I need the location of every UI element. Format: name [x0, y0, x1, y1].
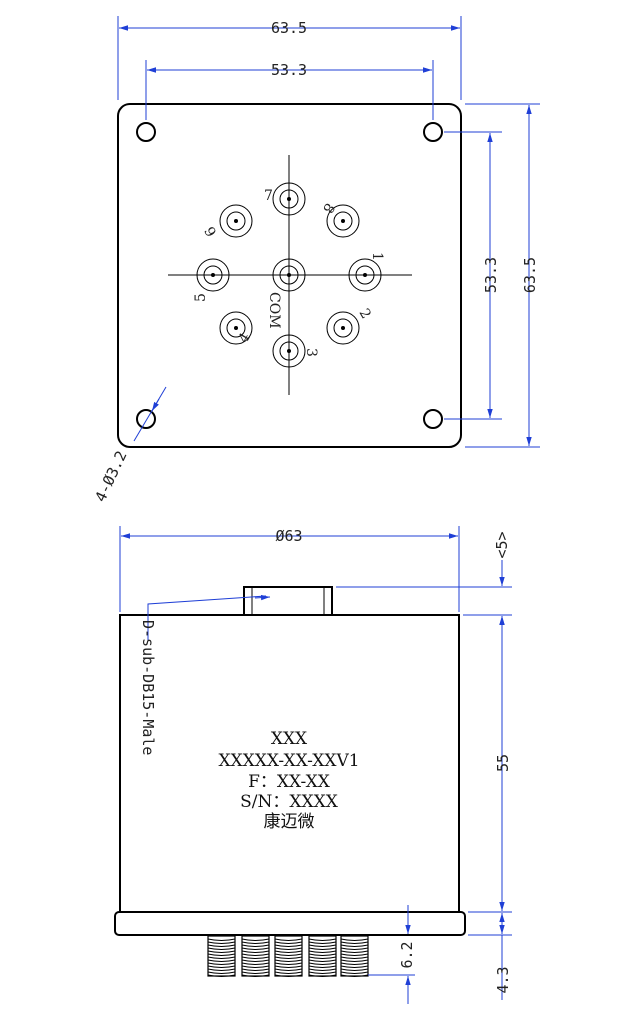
port-label-8: 8 — [319, 200, 337, 216]
threaded-stud — [274, 935, 303, 977]
dim-height-holes: 53.3 — [482, 257, 500, 293]
port-3 — [272, 334, 306, 368]
port-label-6: 6 — [202, 223, 220, 239]
connector-label: D-sub-DB15-Male — [139, 620, 157, 755]
dim-diameter: Ø63 — [275, 527, 302, 545]
dim-height-outer: 63.5 — [521, 257, 539, 293]
hole-callout: 4-Ø3.2 — [91, 448, 130, 505]
threaded-stud — [207, 935, 236, 977]
top-view: 7 8 6 1 5 COM 2 4 3 63.5 53.3 53.3 63.5 … — [91, 16, 540, 505]
port-label-5: 5 — [193, 293, 209, 302]
port-label-2: 2 — [356, 306, 374, 322]
port-5 — [196, 258, 230, 292]
threaded-stud — [308, 935, 337, 977]
port-2 — [326, 311, 360, 345]
port-label-7: 7 — [264, 188, 273, 204]
port-7 — [272, 182, 306, 216]
connector-leader — [147, 595, 267, 640]
port-1 — [348, 258, 382, 292]
port-6 — [219, 204, 253, 238]
port-label-3: 3 — [303, 348, 319, 357]
dim-flange-thickness: 4.3 — [494, 966, 512, 993]
port-4 — [219, 311, 253, 345]
dsub-connector — [243, 586, 333, 616]
port-label-com: COM — [266, 292, 282, 329]
mounting-flange — [114, 911, 466, 936]
dim-width-outer: 63.5 — [271, 19, 307, 37]
label-line-2: XXXXX-XX-XXV1 — [218, 751, 359, 771]
port-8 — [326, 204, 360, 238]
port-com — [272, 258, 306, 292]
threaded-stud — [340, 935, 369, 977]
top-plate-outline — [117, 103, 462, 448]
label-line-4: S/N：XXXX — [240, 792, 339, 812]
threaded-stud — [241, 935, 270, 977]
port-label-1: 1 — [369, 252, 385, 261]
dim-body-height: 55 — [494, 754, 512, 772]
mounting-hole-top-left — [136, 122, 156, 142]
threaded-connectors — [207, 935, 369, 977]
side-view: XXX XXXXX-XX-XXV1 F：XX-XX S/N：XXXX 康迈微 D… — [114, 526, 512, 1004]
mounting-hole-bottom-left — [136, 409, 156, 429]
hole-callout-arrow — [151, 398, 160, 412]
label-line-1: XXX — [271, 729, 308, 749]
mounting-hole-bottom-right — [423, 409, 443, 429]
hole-callout-leader — [133, 386, 167, 442]
dim-connector-height: <5> — [493, 531, 511, 558]
label-line-5: 康迈微 — [264, 812, 315, 832]
dim-width-holes: 53.3 — [271, 61, 307, 79]
dim-thread-length: 6.2 — [398, 941, 416, 968]
mounting-hole-top-right — [423, 122, 443, 142]
label-line-3: F：XX-XX — [248, 772, 331, 792]
